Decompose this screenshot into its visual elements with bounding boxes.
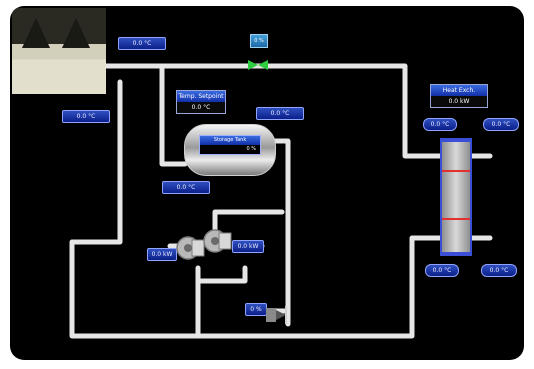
tower-out-temp-tag[interactable]: 0.0 °C xyxy=(62,110,110,123)
hx-panel-value: 0.0 kW xyxy=(431,96,487,107)
valve-icon[interactable] xyxy=(264,302,290,328)
tank-setpoint-value: 0.0 °C xyxy=(177,102,225,113)
hx-top-left-tag[interactable]: 0.0 °C xyxy=(423,118,457,131)
hx-bottom-right-tag[interactable]: 0.0 °C xyxy=(481,264,517,277)
pump1-tag[interactable]: 0.0 kW xyxy=(147,248,177,261)
pump-icon[interactable] xyxy=(201,225,233,259)
bottom-valve-tag[interactable]: 0 % xyxy=(245,303,267,316)
heat-exchanger-icon[interactable] xyxy=(440,138,472,256)
hx-plate-bar xyxy=(442,170,470,172)
hx-plate-bar xyxy=(442,218,470,220)
hx-bottom-cap xyxy=(442,252,470,256)
tank-setpoint-panel[interactable]: Temp. Setpoint 0.0 °C xyxy=(176,90,226,114)
tower-fan-icon xyxy=(22,18,90,48)
heat-exchanger-panel[interactable]: Heat Exch. 0.0 kW xyxy=(430,84,488,108)
tank-level-value: 0 % xyxy=(246,146,256,152)
hx-top-right-tag[interactable]: 0.0 °C xyxy=(483,118,519,131)
hx-panel-header: Heat Exch. xyxy=(431,85,487,96)
tank-out-temp-tag[interactable]: 0.0 °C xyxy=(256,107,304,120)
cooling-tower-icon[interactable] xyxy=(12,8,106,94)
scada-canvas: 0 % 0.0 °C 0.0 °C 0.0 °C 0.0 °C 0.0 kW 0… xyxy=(10,6,524,360)
tank-in-temp-tag[interactable]: 0.0 °C xyxy=(162,181,210,194)
pump2-tag[interactable]: 0.0 kW xyxy=(232,240,264,253)
tank-icon[interactable]: Storage Tank 0 % xyxy=(184,124,276,176)
pump-icon[interactable] xyxy=(174,232,206,266)
tank-label: Storage Tank xyxy=(200,136,260,145)
hx-top-cap xyxy=(442,138,470,142)
hx-bottom-left-tag[interactable]: 0.0 °C xyxy=(425,264,459,277)
valve-icon[interactable] xyxy=(246,58,270,72)
tank-setpoint-header: Temp. Setpoint xyxy=(177,91,225,102)
top-valve-position[interactable]: 0 % xyxy=(250,34,268,48)
supply-temp-tag[interactable]: 0.0 °C xyxy=(118,37,166,50)
